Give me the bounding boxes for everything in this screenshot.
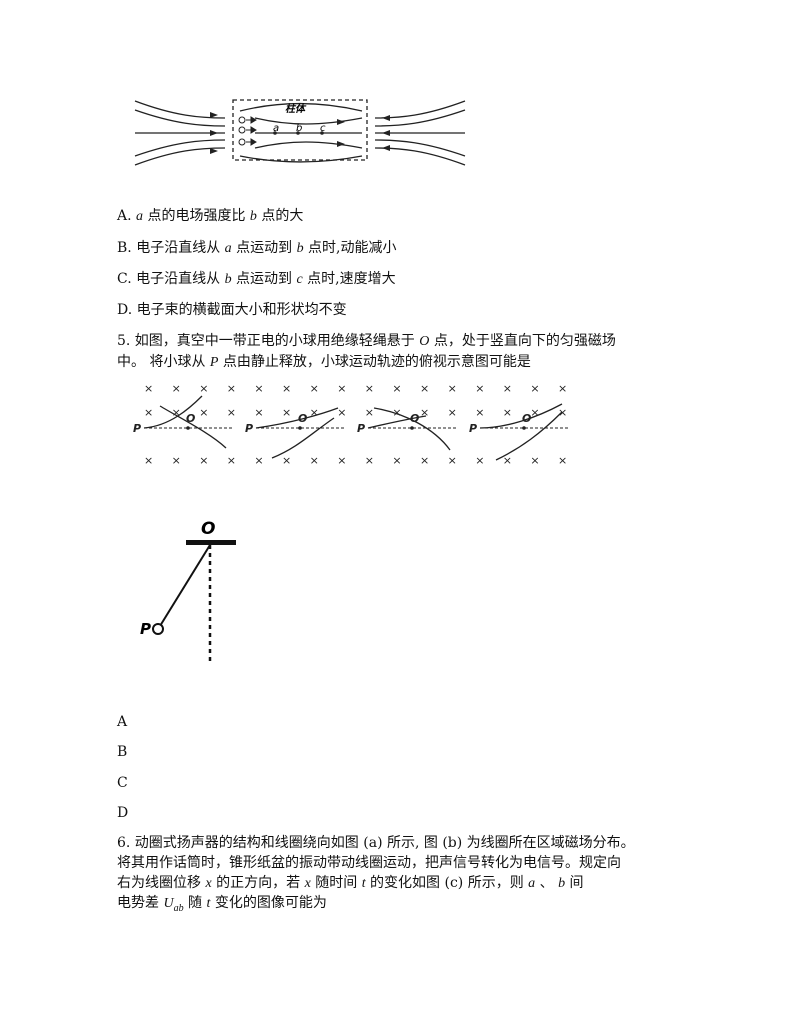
trajectory-panel: PO: [245, 407, 346, 459]
magnetic-field-cross: ×: [172, 382, 181, 395]
q5-stem-line2: 中。 将小球从 P 点由静止释放，小球运动轨迹的俯视示意图可能是: [117, 354, 531, 370]
trajectory-panel: PO: [357, 407, 458, 451]
magnetic-field-cross: ×: [144, 382, 153, 395]
magnetic-field-cross: ×: [558, 454, 567, 467]
q5-option-c: C: [117, 775, 128, 791]
trajectory-curve: [367, 415, 427, 429]
o-point: [410, 426, 414, 430]
magnetic-field-cross: ×: [172, 454, 181, 467]
magnetic-field-cross: ×: [282, 382, 291, 395]
magnetic-field-cross: ×: [503, 406, 512, 419]
point-c-label: c: [320, 123, 326, 134]
magnetic-field-cross: ×: [310, 406, 319, 419]
magnetic-field-cross: ×: [558, 406, 567, 419]
o-point: [522, 426, 526, 430]
trajectory-curve: [495, 411, 563, 461]
magnetic-field-cross: ×: [448, 406, 457, 419]
q4-option-b: B. 电子沿直线从 a 点运动到 b 点时,动能减小: [117, 240, 397, 256]
q4-option-a: A. a 点的电场强度比 b 点的大: [117, 208, 304, 224]
magnetic-field-cross: ×: [254, 406, 263, 419]
magnetic-field-cross: ×: [227, 382, 236, 395]
magnetic-field-cross: ×: [475, 382, 484, 395]
magnetic-field-cross: ×: [365, 406, 374, 419]
trajectory-curve: [159, 405, 227, 449]
panel-p-label: P: [469, 422, 477, 435]
magnetic-field-cross: ×: [448, 382, 457, 395]
magnetic-field-cross: ×: [282, 454, 291, 467]
string-line: [159, 544, 211, 627]
ball-circle: [152, 623, 164, 635]
magnetic-field-cross: ×: [475, 406, 484, 419]
support-bar: [186, 540, 236, 545]
magnetic-field-cross: ×: [144, 406, 153, 419]
magnetic-field-cross: ×: [503, 382, 512, 395]
magnetic-field-cross: ×: [420, 406, 429, 419]
magnetic-field-cross: ×: [530, 454, 539, 467]
magnetic-field-cross: ×: [448, 454, 457, 467]
electric-field-figure: 柱体 a b c: [134, 99, 466, 166]
magnetic-field-cross: ×: [420, 454, 429, 467]
magnetic-field-cross: ×: [199, 454, 208, 467]
panel-o-label: O: [186, 412, 195, 425]
trajectory-curve: [271, 417, 335, 459]
trajectory-panels: × × × × × × × × × × × × × × × × × × × × × × × × × × × × × × × × × × × × × × × ×…: [133, 382, 570, 467]
q5-option-a: A: [117, 714, 128, 730]
magnetic-field-cross: ×: [199, 406, 208, 419]
q5-stem-line1: 5. 如图，真空中一带正电的小球用绝缘轻绳悬于 O 点，处于竖直向下的匀强磁场: [117, 333, 616, 349]
magnetic-field-cross: ×: [254, 454, 263, 467]
pendulum-o-label: O: [201, 519, 215, 539]
trajectory-curve: [479, 403, 563, 429]
magnetic-field-cross: ×: [503, 454, 512, 467]
o-point: [298, 426, 302, 430]
q6-stem-line2: 将其用作话筒时，锥形纸盆的振动带动线圈运动，把声信号转化为电信号。规定向: [117, 855, 621, 871]
trajectory-panel: PO: [133, 395, 234, 449]
point-b-label: b: [296, 123, 302, 134]
magnetic-field-cross: ×: [199, 382, 208, 395]
panel-p-label: P: [357, 422, 365, 435]
o-point: [186, 426, 190, 430]
panel-o-label: O: [522, 412, 531, 425]
q5-option-d: D: [117, 805, 129, 821]
magnetic-field-cross: ×: [475, 454, 484, 467]
magnetic-field-cross: ×: [392, 406, 401, 419]
trajectory-curve: [255, 407, 339, 429]
magnetic-field-cross: ×: [392, 382, 401, 395]
q6-stem-line1: 6. 动圈式扬声器的结构和线圈绕向如图 (a) 所示, 图 (b) 为线圈所在区…: [117, 835, 635, 851]
magnetic-field-cross: ×: [172, 406, 181, 419]
magnetic-field-cross: ×: [310, 382, 319, 395]
pendulum-p-label: P: [140, 620, 151, 638]
column-label: 柱体: [285, 103, 307, 115]
magnetic-field-cross: ×: [365, 454, 374, 467]
magnetic-field-cross: ×: [310, 454, 319, 467]
magnetic-field-cross: ×: [227, 454, 236, 467]
magnetic-field-cross: ×: [558, 382, 567, 395]
magnetic-field-cross: ×: [337, 454, 346, 467]
panel-p-label: P: [133, 422, 141, 435]
q4-option-c: C. 电子沿直线从 b 点运动到 c 点时,速度增大: [117, 271, 396, 287]
trajectory-curve: [373, 407, 451, 451]
magnetic-field-cross: ×: [365, 382, 374, 395]
magnetic-field-cross: ×: [254, 382, 263, 395]
panel-p-label: P: [245, 422, 253, 435]
trajectory-panel: PO: [469, 403, 570, 461]
magnetic-field-cross: ×: [392, 454, 401, 467]
magnetic-field-cross: ×: [337, 382, 346, 395]
q5-option-b: B: [117, 744, 128, 760]
magnetic-field-cross: ×: [144, 454, 153, 467]
magnetic-field-cross: ×: [227, 406, 236, 419]
pendulum-figure: O P: [140, 519, 236, 665]
point-a-label: a: [273, 123, 279, 134]
magnetic-field-cross: ×: [282, 406, 291, 419]
panel-o-label: O: [298, 412, 307, 425]
magnetic-field-cross: ×: [337, 406, 346, 419]
panel-o-label: O: [410, 412, 419, 425]
magnetic-field-cross: ×: [530, 406, 539, 419]
magnetic-field-cross: ×: [420, 382, 429, 395]
magnetic-field-cross: ×: [530, 382, 539, 395]
q6-stem-line4: 电势差 Uab 随 t 变化的图像可能为: [117, 895, 327, 914]
q4-option-d: D. 电子束的横截面大小和形状均不变: [117, 302, 347, 318]
q6-stem-line3: 右为线圈位移 x 的正方向，若 x 随时间 t 的变化如图 (c) 所示，则 a…: [117, 875, 584, 891]
trajectory-curve: [143, 395, 203, 429]
